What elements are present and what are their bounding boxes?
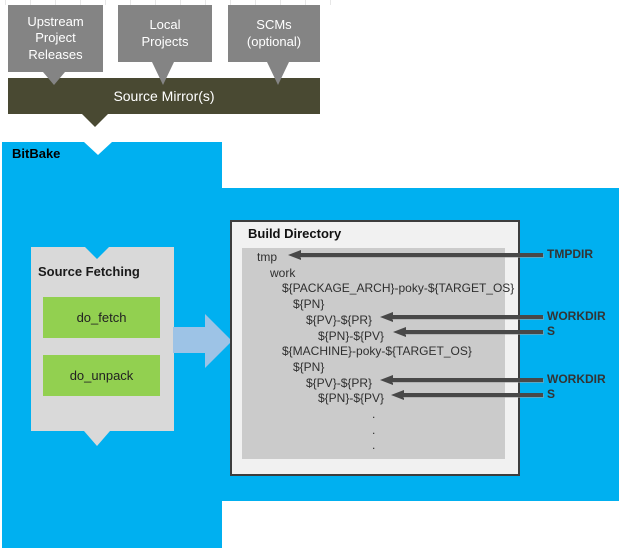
workdir-label: WORKDIR — [547, 372, 606, 386]
s-arrow-shaft — [404, 330, 543, 334]
tree-line-machine: ${MACHINE}-poky-${TARGET_OS} — [282, 344, 472, 359]
source-fetching-top-notch — [85, 247, 109, 259]
build-directory-title: Build Directory — [248, 226, 342, 241]
tree-line-pn: ${PN} — [293, 297, 325, 312]
bitbake-label: BitBake — [12, 146, 61, 161]
tree-line-pn-pv: ${PN}-${PV} — [318, 328, 385, 343]
s-arrow-shaft — [402, 393, 543, 397]
upstream-project-releases-box: Upstream Project Releases — [8, 5, 103, 72]
workdir-arrow-shaft — [391, 378, 543, 382]
tree-line-pn-pv2: ${PN}-${PV} — [318, 391, 385, 406]
workdir-arrow-shaft — [391, 315, 543, 319]
scms-optional-box: SCMs (optional) — [228, 5, 320, 62]
flow-arrow-shaft — [173, 327, 205, 353]
tmpdir-label: TMPDIR — [547, 247, 593, 261]
s-arrow-head — [393, 327, 406, 337]
workdir-arrow-head — [380, 375, 393, 385]
s-label: S — [547, 387, 556, 401]
directory-tree-panel: tmp work ${PACKAGE_ARCH}-poky-${TARGET_O… — [242, 248, 515, 459]
tree-line-tmp: tmp — [257, 250, 278, 264]
scms-connector-tail — [267, 62, 289, 85]
tree-line-work: work — [270, 265, 296, 280]
tree-line-dot: . — [372, 422, 376, 437]
local-connector-tail — [152, 62, 174, 85]
s-label: S — [547, 324, 556, 338]
mirror-connector-tail — [80, 112, 110, 127]
tree-line-dot: . — [372, 438, 376, 453]
tree-line-dot: . — [372, 407, 376, 422]
source-fetching-title: Source Fetching — [38, 264, 140, 279]
source-mirrors-label: Source Mirror(s) — [113, 88, 215, 104]
do-unpack-task: do_unpack — [43, 355, 160, 396]
tree-line-pv-pr: ${PV}-${PR} — [306, 312, 373, 327]
tmpdir-arrow-shaft — [299, 253, 543, 257]
do-fetch-task: do_fetch — [43, 297, 160, 338]
source-fetching-box — [31, 247, 174, 431]
upstream-connector-tail — [43, 72, 65, 85]
source-fetching-bottom-tail — [84, 431, 110, 446]
s-arrow-head — [391, 390, 404, 400]
tree-line-pn2: ${PN} — [293, 359, 325, 374]
tree-line-pkgarch: ${PACKAGE_ARCH}-poky-${TARGET_OS} — [282, 281, 515, 296]
workdir-label: WORKDIR — [547, 309, 606, 323]
bitbake-top-notch — [84, 142, 112, 155]
local-projects-box: Local Projects — [118, 5, 212, 62]
flow-arrow-head — [205, 314, 232, 368]
tmpdir-arrow-head — [288, 250, 301, 260]
tree-line-pv-pr2: ${PV}-${PR} — [306, 375, 373, 390]
workdir-arrow-head — [380, 312, 393, 322]
